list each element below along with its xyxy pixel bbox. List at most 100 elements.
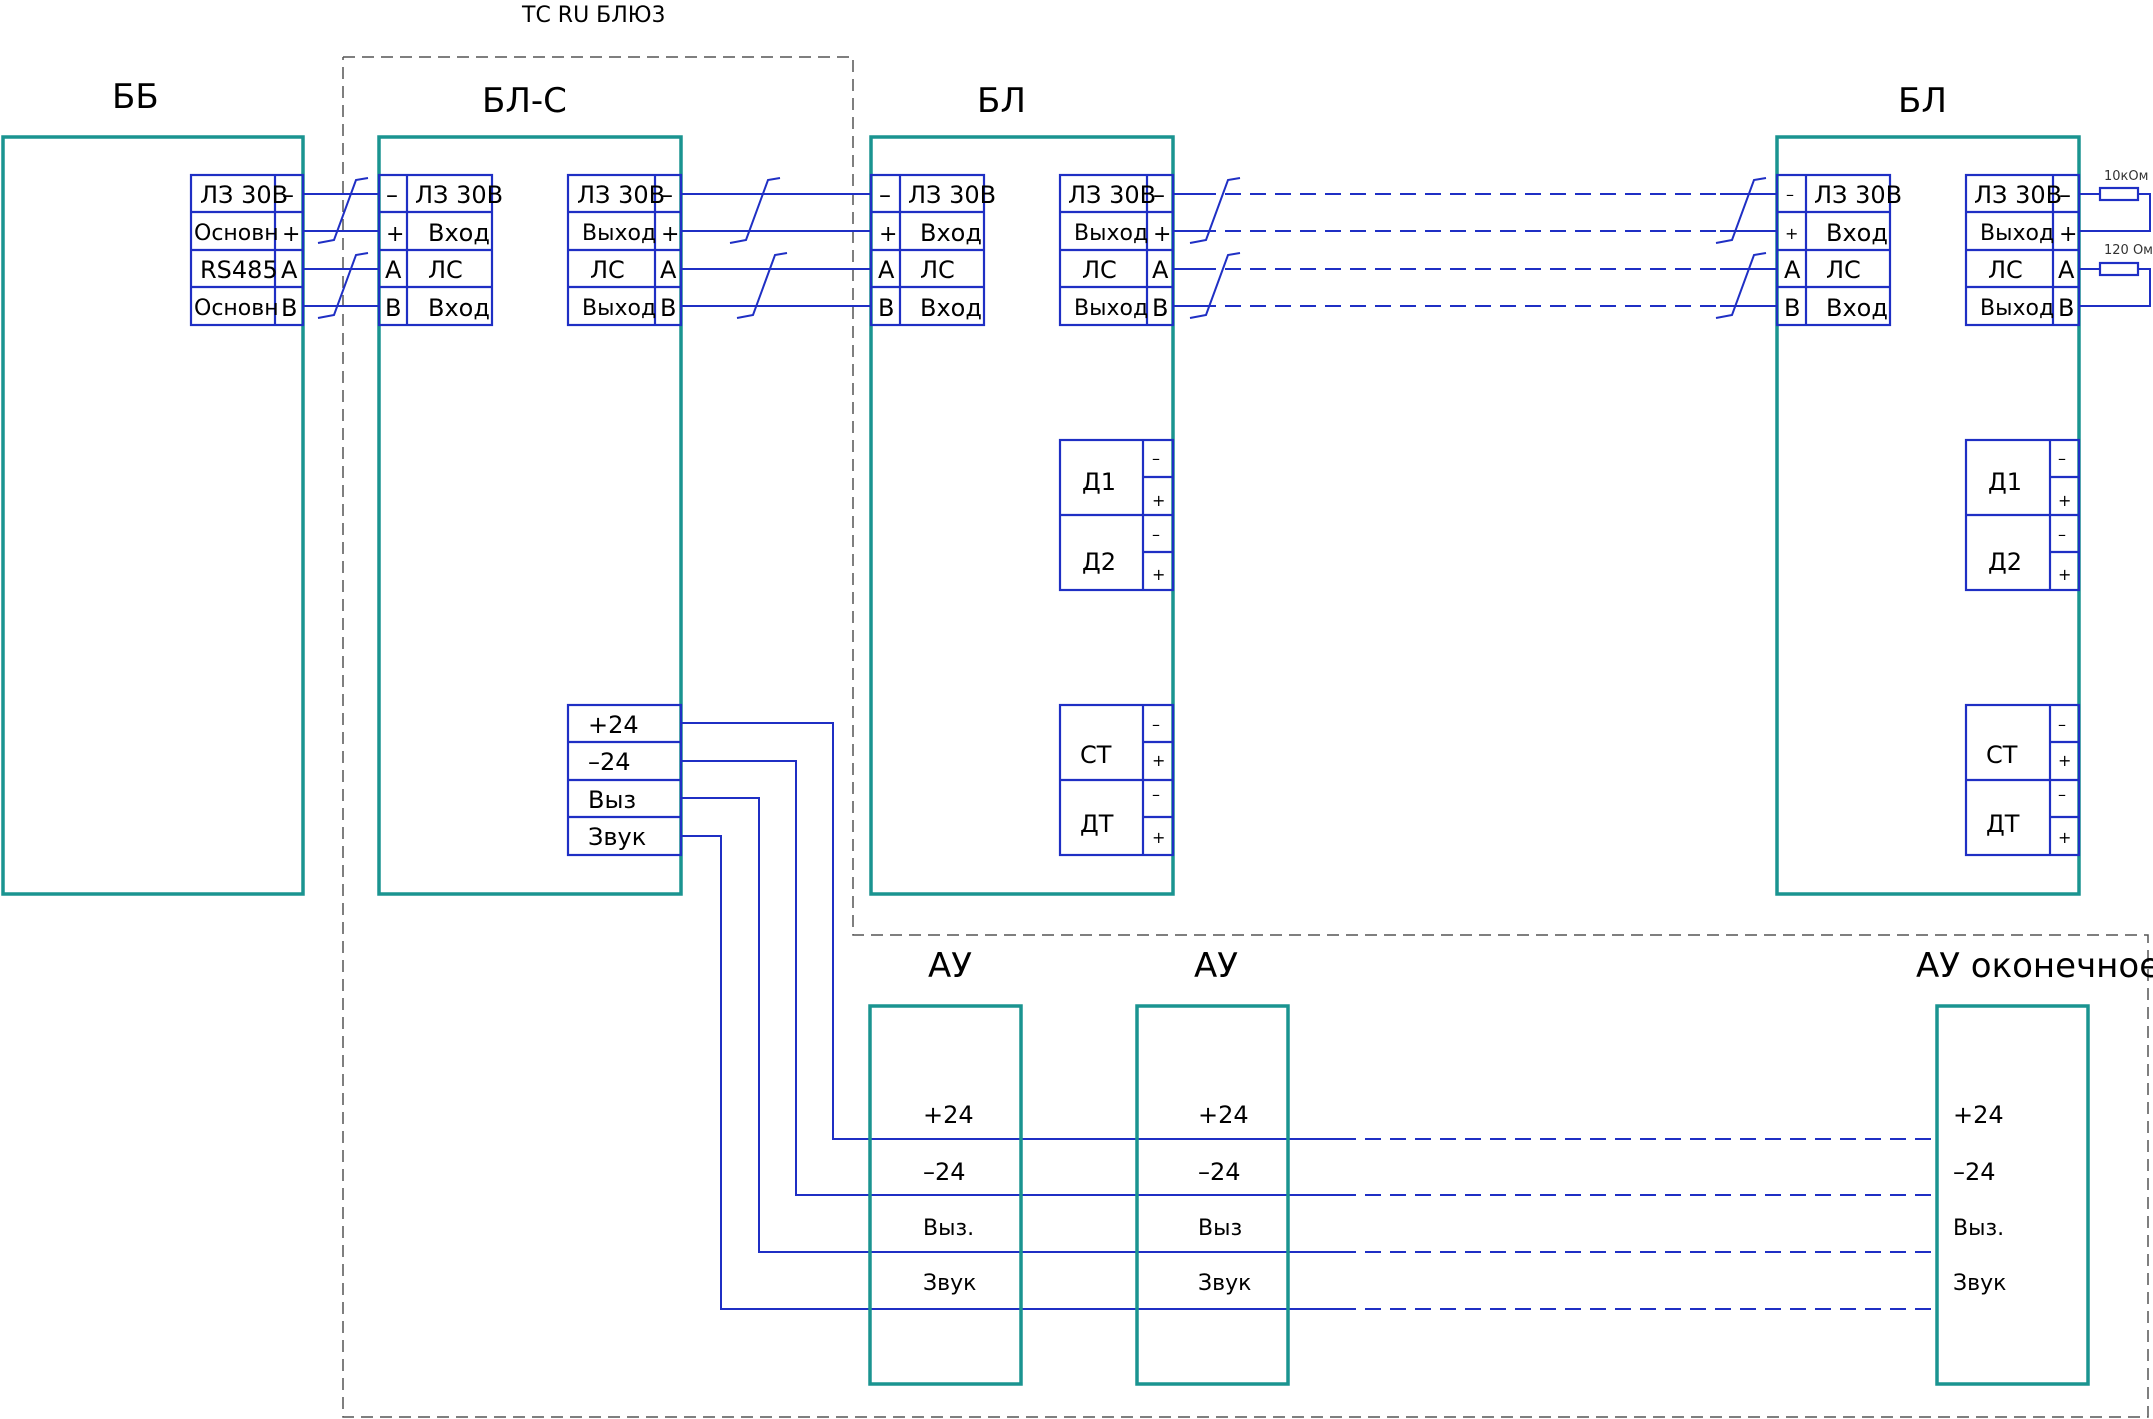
bls-in-label-2: Вход [428, 219, 490, 247]
bl2-t-mark-2: + [2058, 751, 2071, 770]
bl2-in-label-2: Вход [1826, 219, 1888, 247]
bb-title: ББ [112, 77, 159, 117]
resistor-10k [2098, 186, 2140, 202]
twist-mark-8 [1715, 252, 1767, 319]
au2-pin-1: +24 [1198, 1101, 1249, 1129]
bl2-d-mark-1: – [2058, 449, 2066, 468]
twist-mark-7 [1715, 177, 1767, 244]
bls-out-label-2: Выход [582, 221, 656, 246]
bl2-out-label-3: ЛС [1988, 256, 2023, 284]
au1-pin-1: +24 [923, 1101, 974, 1129]
bls-enclosure-frame [342, 56, 2149, 1418]
bb-mark-2: + [282, 222, 300, 247]
resistor-120 [2098, 261, 2140, 277]
bls-in-label-1: ЛЗ 30В [415, 181, 503, 209]
bl2-d2-label: Д2 [1988, 548, 2022, 576]
bls-out-label-1: ЛЗ 30В [577, 181, 665, 209]
bl2-in-label-3: ЛС [1826, 256, 1861, 284]
au3-border [1935, 1004, 2090, 1386]
bls-out-label-3: ЛС [590, 256, 625, 284]
bl1-d-mark-4: + [1152, 565, 1165, 584]
bl1-d-mark-2: + [1152, 491, 1165, 510]
bl1-out-label-1: ЛЗ 30В [1068, 181, 1156, 209]
au3-title: АУ оконечное [1916, 946, 2153, 986]
au1-pin-3: Выз. [923, 1216, 974, 1241]
au2-pin-2: –24 [1198, 1158, 1241, 1186]
bls-out-mark-2: + [661, 222, 679, 247]
bls-out-mark-1: – [661, 181, 673, 209]
bl1-d2-label: Д2 [1082, 548, 1116, 576]
bl1-t-mark-1: – [1152, 715, 1160, 734]
bls-au-pin-3: Выз [588, 786, 636, 814]
bl1-st-label: СТ [1080, 741, 1112, 769]
wire-au-minus24 [681, 760, 1340, 1196]
bl1-in-label-1: ЛЗ 30В [908, 181, 996, 209]
top-bus-wires [303, 177, 1777, 319]
bl1-in-label-2: Вход [920, 219, 982, 247]
bls-out-label-4: Выход [582, 296, 656, 321]
bl1-in-mark-1: – [879, 181, 891, 209]
bl1-out-label-4: Выход [1074, 296, 1148, 321]
bl1-d-mark-1: – [1152, 449, 1160, 468]
bl2-d-mark-3: – [2058, 525, 2066, 544]
bb-mark-3: A [281, 256, 298, 284]
bl2-d1-label: Д1 [1988, 468, 2022, 496]
au1-pin-2: –24 [923, 1158, 966, 1186]
bl1-out-label-2: Выход [1074, 221, 1148, 246]
block-au-terminal: АУ оконечное +24 –24 Выз. Звук [1916, 946, 2153, 1386]
bl1-d1-label: Д1 [1082, 468, 1116, 496]
au3-pin-1: +24 [1953, 1101, 2004, 1129]
bl2-in-mark-4: B [1784, 294, 1800, 322]
bls-in-label-4: Вход [428, 294, 490, 322]
bl1-in-mark-3: A [878, 256, 895, 284]
bl1-out-label-3: ЛС [1082, 256, 1117, 284]
bl1-title: БЛ [977, 81, 1026, 121]
twist-mark-5 [1189, 177, 1241, 244]
bb-pin-2: Основн [194, 221, 279, 246]
au2-title: АУ [1194, 946, 1238, 986]
bl2-out-mark-4: B [2058, 294, 2074, 322]
bl2-out-mark-3: A [2058, 256, 2075, 284]
au3-pin-4: Звук [1953, 1271, 2006, 1296]
bl2-out-mark-1: – [2059, 181, 2071, 209]
bl2-out-label-4: Выход [1980, 296, 2054, 321]
block-au-2: АУ +24 –24 Выз Звук [1135, 946, 1290, 1386]
bb-pin-3: RS485 [200, 256, 278, 284]
block-bl-2: БЛ – + A B ЛЗ 30В Вход ЛС Вход ЛЗ 30В Вы… [1775, 81, 2153, 896]
bl1-out-mark-1: – [1153, 181, 1165, 209]
bl1-d-mark-3: – [1152, 525, 1160, 544]
au1-border [868, 1004, 1023, 1386]
bl2-t-mark-1: – [2058, 715, 2066, 734]
bl2-d-mark-4: + [2058, 565, 2071, 584]
bl1-in-mark-4: B [878, 294, 894, 322]
bls-border [377, 135, 683, 896]
au3-pin-3: Выз. [1953, 1216, 2004, 1241]
bl1-out-mark-4: B [1152, 294, 1168, 322]
bls-in-label-3: ЛС [428, 256, 463, 284]
twist-mark-3 [729, 177, 781, 244]
twist-mark-6 [1189, 252, 1241, 319]
au2-pin-3: Выз [1198, 1216, 1242, 1241]
bl2-dt-label: ДТ [1986, 810, 2020, 838]
resistor-10k-label: 10кОм [2104, 169, 2148, 184]
bl2-in-label-4: Вход [1826, 294, 1888, 322]
au2-border [1135, 1004, 1290, 1386]
bls-in-mark-2: + [386, 222, 404, 247]
bls-au-pin-4: Звук [588, 823, 646, 851]
bl2-out-label-1: ЛЗ 30В [1974, 181, 2062, 209]
au2-pin-4: Звук [1198, 1271, 1251, 1296]
bl1-out-mark-2: + [1153, 222, 1171, 247]
bl1-t-mark-3: – [1152, 785, 1160, 804]
bl1-in-label-4: Вход [920, 294, 982, 322]
bb-border [1, 135, 305, 896]
bls-in-mark-1: – [386, 181, 398, 209]
wire-au-zvuk [681, 835, 1340, 1310]
block-bls: БЛ-С – + A B ЛЗ 30В Вход ЛС Вход ЛЗ 30В … [377, 81, 683, 896]
bl2-in-label-1: ЛЗ 30В [1814, 181, 1902, 209]
bb-pin-1: ЛЗ 30В [200, 181, 288, 209]
bb-mark-1: – [282, 181, 294, 209]
au1-pin-4: Звук [923, 1271, 976, 1296]
twist-mark-2 [317, 252, 369, 319]
bls-title: БЛ-С [482, 81, 567, 121]
bl1-t-mark-4: + [1152, 828, 1165, 847]
